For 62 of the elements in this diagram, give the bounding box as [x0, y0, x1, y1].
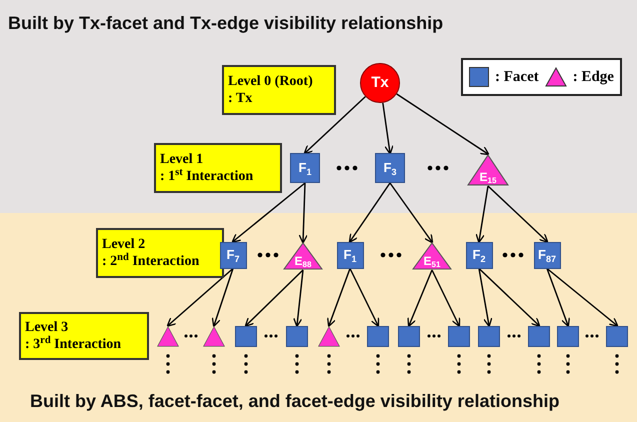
- arrow: [546, 268, 618, 327]
- facet-square: [528, 326, 550, 346]
- facet-square: [375, 153, 405, 183]
- level-box: [154, 143, 282, 193]
- level-label: : Tx: [228, 90, 254, 107]
- facet-square: [478, 326, 500, 346]
- arrow: [348, 182, 391, 243]
- legend-label: : Edge: [572, 68, 614, 87]
- node-label: F$_{7}$: [226, 246, 240, 265]
- arrow: [546, 268, 570, 328]
- node-label: F$_{3}$: [384, 159, 396, 178]
- node-label: E$_{51}$: [422, 255, 442, 268]
- node-label: F$_{87}$: [538, 246, 556, 265]
- node-label: E$_{88}$: [294, 255, 312, 268]
- arrow: [166, 268, 234, 327]
- arrow: [476, 186, 489, 244]
- arrow: [389, 182, 434, 244]
- level-label: : 2$^{nd}$ Interaction: [102, 253, 200, 270]
- facet-square: [290, 153, 320, 183]
- facet-square: [336, 242, 364, 268]
- level-label: Level 2: [102, 236, 146, 252]
- arrow: [244, 270, 304, 327]
- node-label: F$_{1}$: [344, 246, 356, 265]
- arrow: [327, 268, 351, 328]
- node-label: F$_{1}$: [298, 159, 312, 178]
- level-label: Level 1: [160, 151, 204, 168]
- facet-square: [534, 242, 560, 268]
- arrow: [298, 182, 308, 244]
- arrow: [382, 102, 394, 155]
- facet-square: [398, 326, 420, 346]
- facet-square: [557, 326, 579, 346]
- facet-square: [466, 242, 492, 268]
- arrow: [232, 182, 306, 243]
- arrow: [488, 185, 548, 243]
- level-label: Level 3: [25, 319, 70, 336]
- level-label: Level 0 (Root): [228, 73, 314, 90]
- level-box: [19, 312, 149, 360]
- facet-square: [367, 326, 389, 346]
- arrow: [349, 268, 380, 328]
- arrow: [212, 268, 234, 328]
- facet-square: [606, 326, 628, 346]
- facet-square: [286, 326, 308, 346]
- arrow: [396, 93, 490, 156]
- level-label: : 3$^{rd}$ Interaction: [25, 336, 122, 353]
- facet-square: [235, 326, 257, 346]
- arrow: [478, 268, 492, 328]
- arrow: [431, 270, 460, 328]
- node-label: F$_{2}$: [472, 246, 486, 265]
- title: Built by Tx-facet and Tx-edge visibility relationship: [8, 12, 444, 35]
- level-box: [222, 65, 336, 115]
- node-label: Tx: [371, 72, 389, 93]
- level-box: [96, 228, 224, 278]
- facet-square: [220, 242, 246, 268]
- level-label: : 1$^{st}$ Interaction: [160, 168, 254, 185]
- arrow: [293, 270, 304, 328]
- arrow: [304, 96, 366, 154]
- caption: Built by ABS, facet-facet, and facet-edge visibility relationship: [30, 390, 560, 413]
- arrow: [478, 268, 540, 327]
- arrow: [407, 270, 433, 328]
- node-label: E$_{15}$: [478, 171, 498, 184]
- facet-square: [448, 326, 470, 346]
- legend-label: : Facet: [495, 68, 539, 87]
